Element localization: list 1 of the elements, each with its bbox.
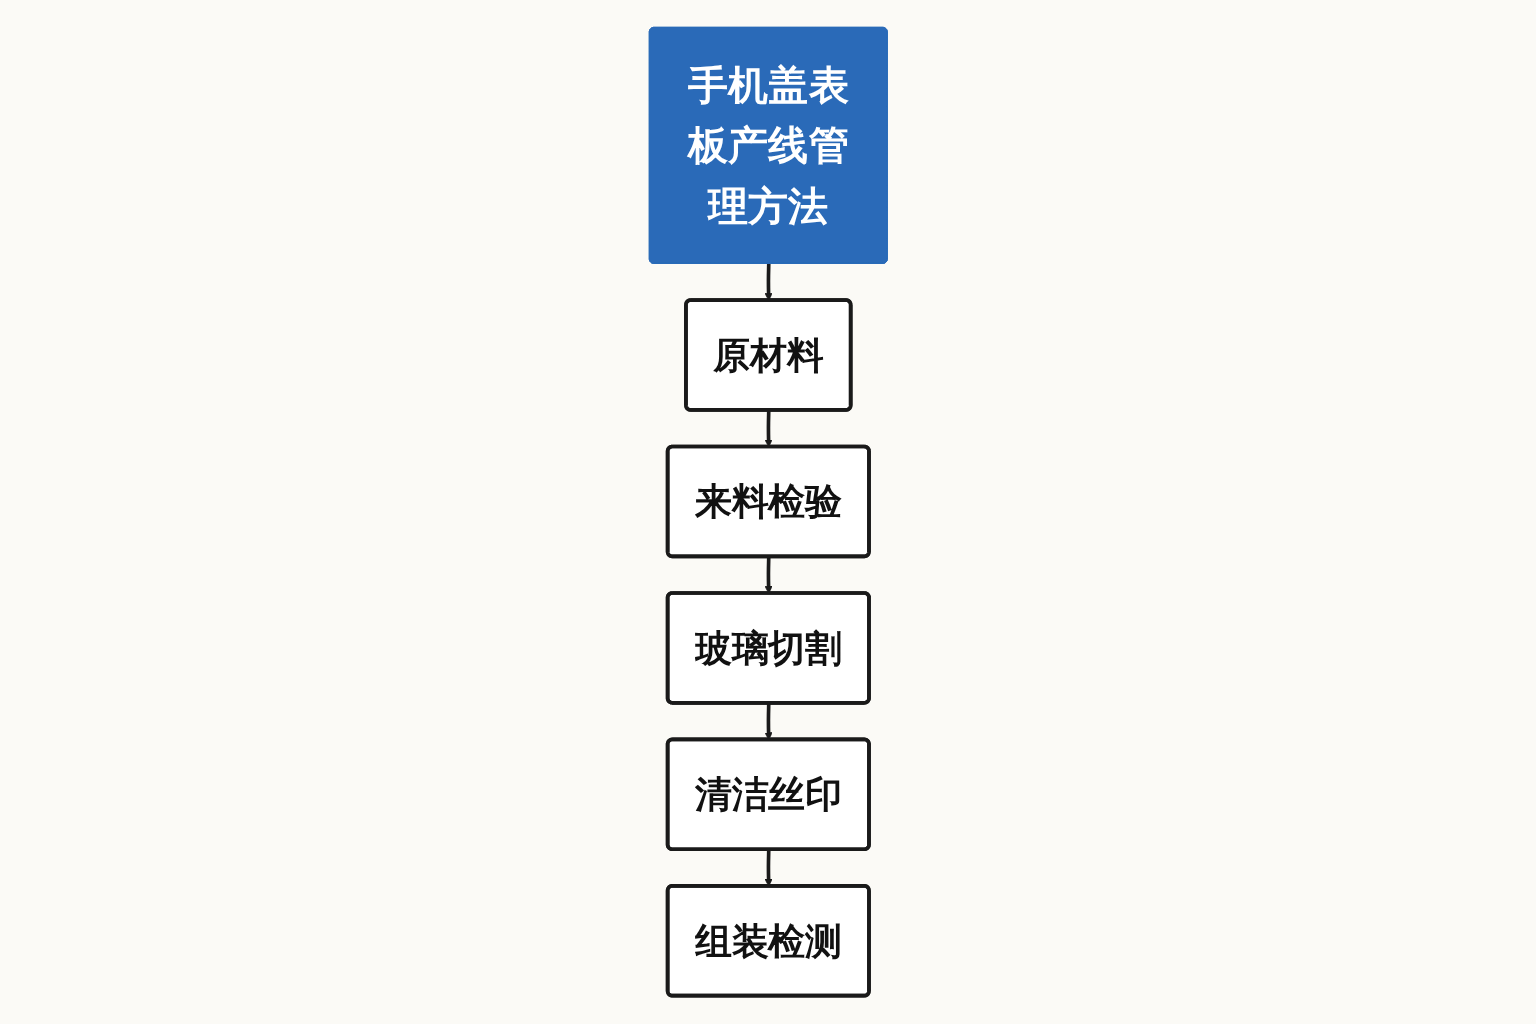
arrow	[764, 410, 773, 448]
